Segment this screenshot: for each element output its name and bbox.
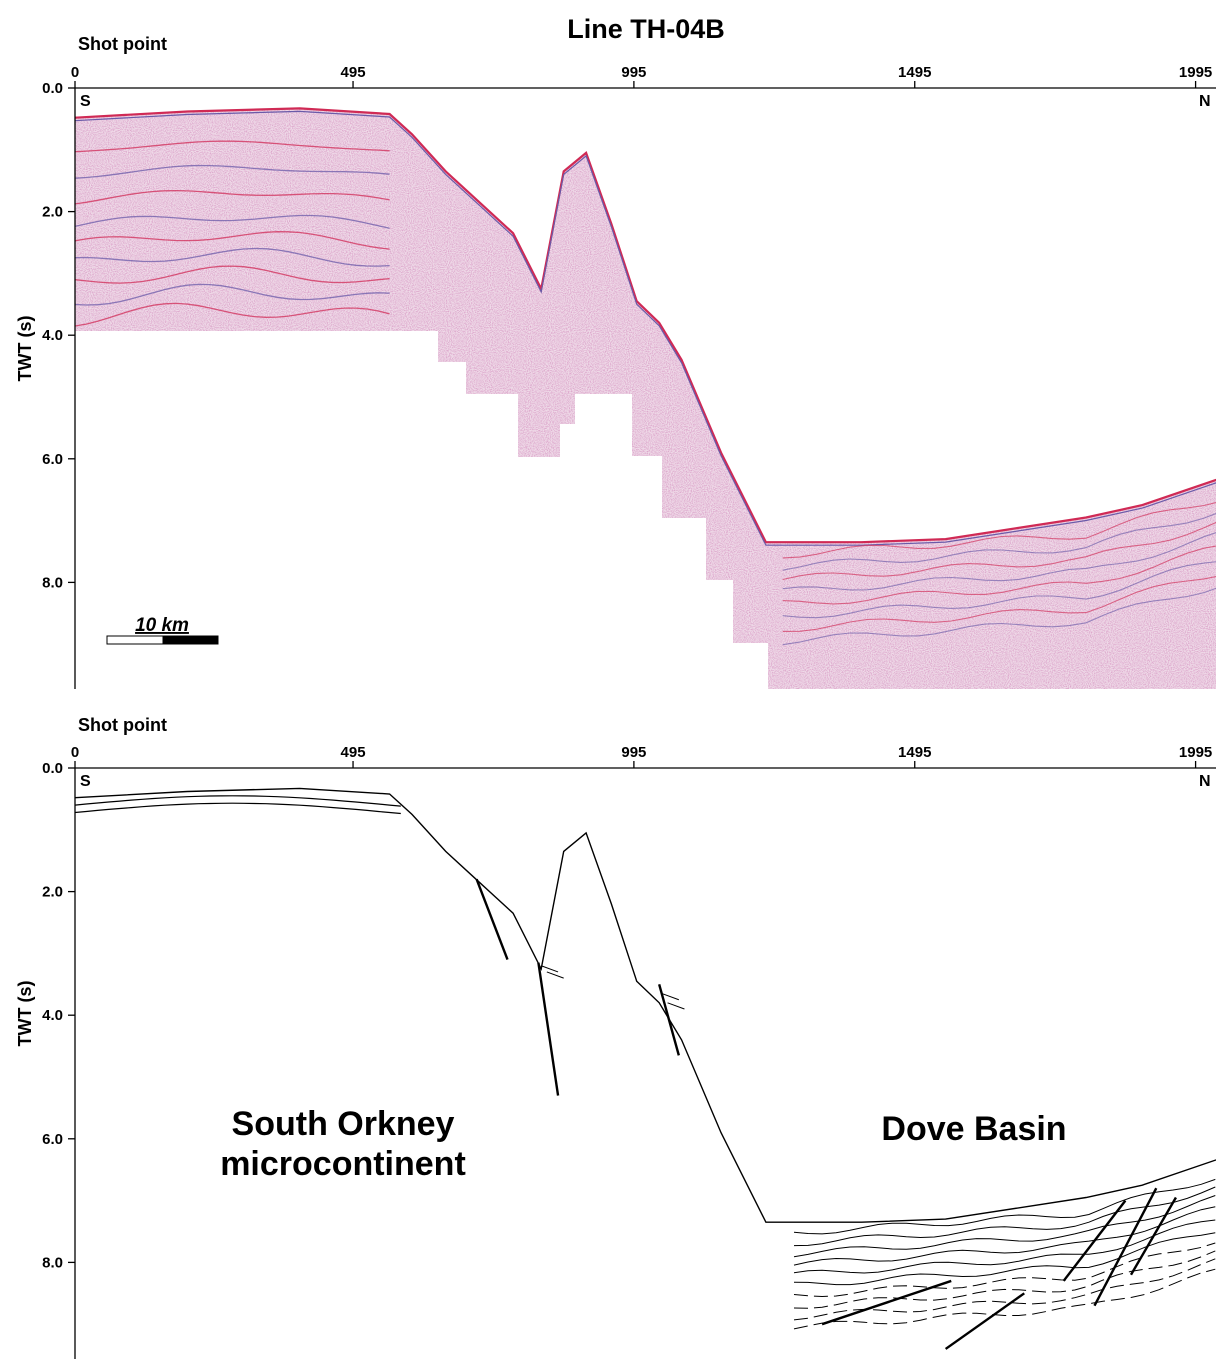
direction-north: N: [1199, 93, 1211, 110]
platform-reflector: [75, 164, 390, 179]
label-microcontinent: microcontinent: [220, 1145, 466, 1183]
basin-reflector: [782, 502, 1216, 559]
seismic-panel: Shot point 0 495 995 1495 1995 0.0 2.0 4.0 6.0 8.0…: [15, 34, 1216, 689]
x-tick-label: 1495: [898, 744, 931, 761]
x-tick-label: 495: [341, 64, 366, 81]
direction-south: S: [80, 773, 91, 790]
basin-reflector: [782, 545, 1216, 605]
label-dove-basin: Dove Basin: [881, 1110, 1066, 1148]
y-tick-label: 4.0: [42, 327, 63, 344]
basin-horizon-line: [793, 1206, 1216, 1266]
fault-line: [537, 962, 560, 1096]
fault-line: [475, 878, 509, 961]
x-tick-label: 1995: [1179, 64, 1212, 81]
seismic-reflectors: [75, 107, 1216, 646]
seismic-noise-texture: [75, 108, 1216, 689]
platform-reflector: [75, 265, 390, 284]
basin-reflector: [782, 521, 1216, 581]
seafloor-reflector-secondary: [75, 110, 1216, 546]
fault-line: [944, 1292, 1025, 1350]
figure-title: Line TH-04B: [567, 14, 725, 44]
seafloor-reflector: [75, 107, 1216, 544]
direction-north: N: [1199, 773, 1211, 790]
splay-line: [546, 971, 564, 979]
y-tick-label: 0.0: [42, 760, 63, 777]
y-tick-label: 6.0: [42, 1131, 63, 1148]
x-axis-title: Shot point: [78, 715, 167, 735]
fault-line: [821, 1279, 952, 1326]
basin-horizon-line: [793, 1250, 1216, 1309]
interpretation-lines: [75, 787, 1216, 1350]
direction-south: S: [80, 93, 91, 110]
y-tick-label: 6.0: [42, 451, 63, 468]
y-tick-label: 8.0: [42, 1254, 63, 1271]
y-tick-label: 2.0: [42, 204, 63, 221]
splay-line: [661, 993, 679, 1001]
x-tick-label: 0: [71, 744, 79, 761]
seismic-axes: Shot point 0 495 995 1495 1995 0.0 2.0 4.0 6.0 8.0…: [15, 34, 1216, 689]
platform-reflector: [75, 283, 390, 306]
platform-reflector: [75, 302, 390, 327]
basin-reflector: [782, 587, 1216, 646]
x-tick-label: 995: [621, 744, 646, 761]
seafloor-line: [75, 787, 1216, 1223]
x-tick-label: 495: [341, 744, 366, 761]
y-tick-label: 8.0: [42, 574, 63, 591]
fault-line: [658, 983, 680, 1056]
shelf-layer-line: [75, 802, 401, 815]
splay-line: [667, 1002, 685, 1010]
label-south-orkney: South Orkney: [232, 1105, 455, 1143]
basin-horizon-line: [793, 1186, 1216, 1247]
x-tick-label: 1495: [898, 64, 931, 81]
basin-horizon-line: [793, 1178, 1216, 1235]
interpretation-panel: Shot point 0 495 995 1495 1995 0.0 2.0 4.0 6.0 8.0…: [15, 715, 1216, 1359]
x-tick-label: 0: [71, 64, 79, 81]
basin-reflector: [782, 512, 1216, 571]
platform-reflector: [75, 214, 390, 229]
basin-horizon-line: [793, 1268, 1216, 1330]
x-tick-label: 995: [621, 64, 646, 81]
platform-reflector: [75, 140, 390, 153]
basin-horizon-line: [793, 1195, 1216, 1258]
y-tick-label: 4.0: [42, 1007, 63, 1024]
platform-reflector: [75, 189, 390, 205]
x-axis-title: Shot point: [78, 34, 167, 54]
basin-reflector: [782, 575, 1216, 632]
y-axis-title: TWT (s): [15, 981, 35, 1047]
y-axis-title: TWT (s): [15, 316, 35, 382]
platform-reflector: [75, 247, 390, 267]
y-tick-label: 2.0: [42, 884, 63, 901]
basin-reflector: [782, 532, 1216, 591]
scale-bar: 10 km: [106, 615, 219, 645]
splay-line: [541, 965, 559, 973]
basin-horizon-line: [793, 1242, 1216, 1298]
platform-reflector: [75, 231, 390, 250]
shelf-layer-line: [75, 795, 401, 807]
x-tick-label: 1995: [1179, 744, 1212, 761]
basin-reflector: [782, 561, 1216, 619]
scale-bar-label: 10 km: [135, 615, 189, 636]
basin-horizon-line: [793, 1258, 1216, 1321]
basin-horizon-line: [793, 1219, 1216, 1274]
interpretation-axes: Shot point 0 495 995 1495 1995 0.0 2.0 4.0 6.0 8.0…: [15, 715, 1216, 1359]
seismic-amplitude-area: [75, 108, 1216, 689]
basin-horizon-line: [793, 1232, 1216, 1286]
y-tick-label: 0.0: [42, 80, 63, 97]
